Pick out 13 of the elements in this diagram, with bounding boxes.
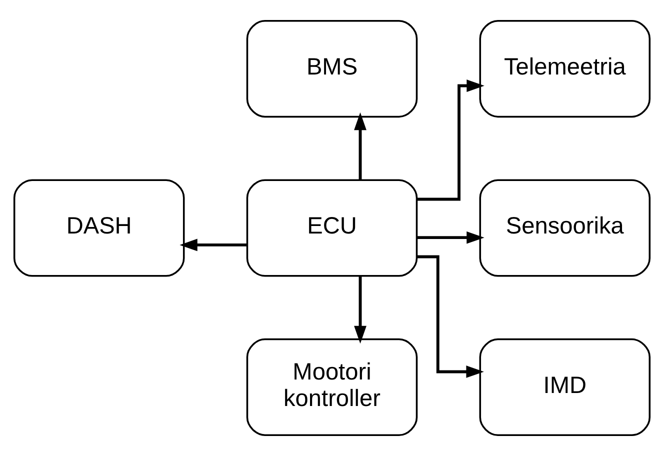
arrow	[416, 255, 484, 378]
node-box: Telemeetria	[479, 20, 651, 118]
node-box: ECU	[246, 179, 418, 277]
arrow	[354, 112, 366, 180]
arrow	[417, 231, 484, 244]
arrow	[417, 80, 484, 201]
node-box: IMD	[479, 338, 651, 436]
node-box: Sensoorika	[479, 179, 651, 277]
node-box: DASH	[13, 179, 185, 277]
node-box: Mootori kontroller	[246, 338, 418, 436]
arrow	[180, 238, 247, 252]
node-box: BMS	[246, 20, 418, 118]
arrow	[354, 276, 366, 344]
